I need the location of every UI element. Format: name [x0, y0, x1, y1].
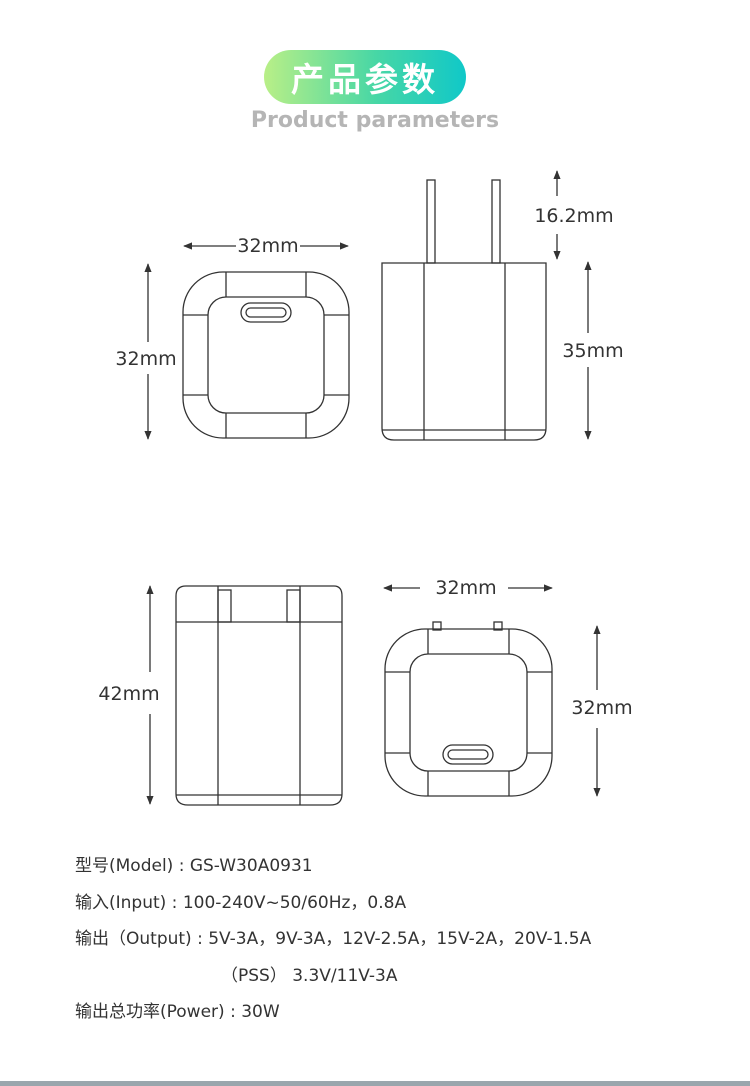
spec-list: 型号(Model) : GS-W30A0931 输入(Input) : 100-…: [75, 848, 725, 1031]
spec-input: 输入(Input) : 100-240V~50/60Hz，0.8A: [75, 892, 407, 913]
prong-length-label: 16.2mm: [534, 205, 613, 227]
usb-c-port-icon: [442, 744, 494, 765]
spec-output: 输出（Output) : 5V-3A，9V-3A，12V-2.5A，15V-2A…: [75, 929, 592, 949]
folded-view-drawing: [175, 585, 343, 806]
side-view-drawing: [381, 179, 547, 441]
title-badge: 产品参数: [264, 50, 466, 104]
side-height-label: 35mm: [562, 340, 623, 362]
folded-height-label: 42mm: [98, 683, 159, 705]
front-view-drawing: [182, 271, 350, 439]
page-title: 产品参数: [291, 60, 439, 99]
usb-c-port-icon: [240, 302, 292, 323]
front-height-label: 32mm: [115, 348, 176, 370]
page-subtitle: Product parameters: [250, 108, 500, 133]
footer-divider: [0, 1081, 750, 1086]
front-width-label: 32mm: [237, 235, 298, 257]
spec-power: 输出总功率(Power) : 30W: [75, 1002, 280, 1022]
spec-output-pps: （PSS） 3.3V/11V-3A: [221, 965, 398, 986]
back-width-label: 32mm: [435, 577, 496, 599]
back-view-drawing: [384, 621, 553, 797]
spec-model: 型号(Model) : GS-W30A0931: [75, 856, 313, 876]
back-height-label: 32mm: [571, 697, 632, 719]
